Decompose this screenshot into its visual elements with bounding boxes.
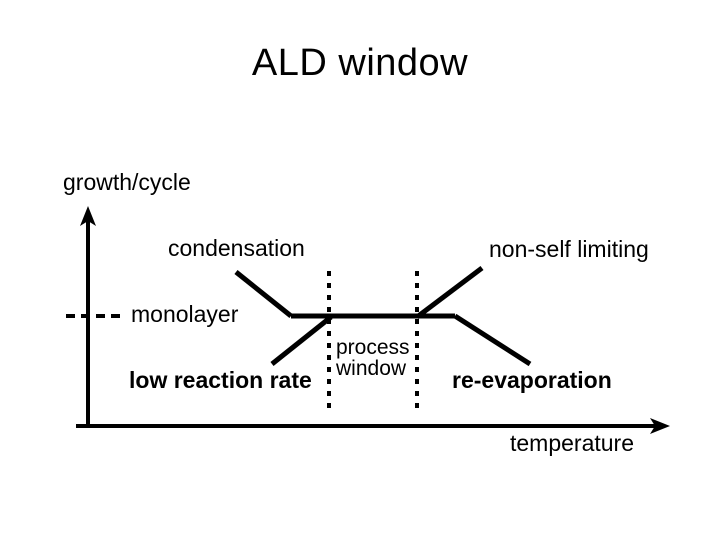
annotation-non-self-limiting: non-self limiting [489,236,649,262]
annotation-condensation: condensation [168,235,305,261]
annotation-process-window: process window [336,337,410,380]
y-axis [80,206,96,428]
curve-low-reaction-rate-branch [270,315,333,366]
annotation-low-reaction-rate: low reaction rate [129,367,312,393]
x-axis [76,418,670,434]
annotation-process-window-line1: process [336,336,410,359]
annotation-re-evaporation: re-evaporation [452,367,612,393]
curve-non-self-limiting-branch [415,266,484,319]
curve-condensation-branch [234,270,293,318]
x-axis-label: temperature [510,430,635,456]
page-title: ALD window [251,42,469,84]
curve-re-evaporation-branch [453,313,532,367]
y-axis-label: growth/cycle [63,169,191,195]
annotation-monolayer: monolayer [131,301,239,327]
annotation-process-window-line2: window [336,357,407,381]
